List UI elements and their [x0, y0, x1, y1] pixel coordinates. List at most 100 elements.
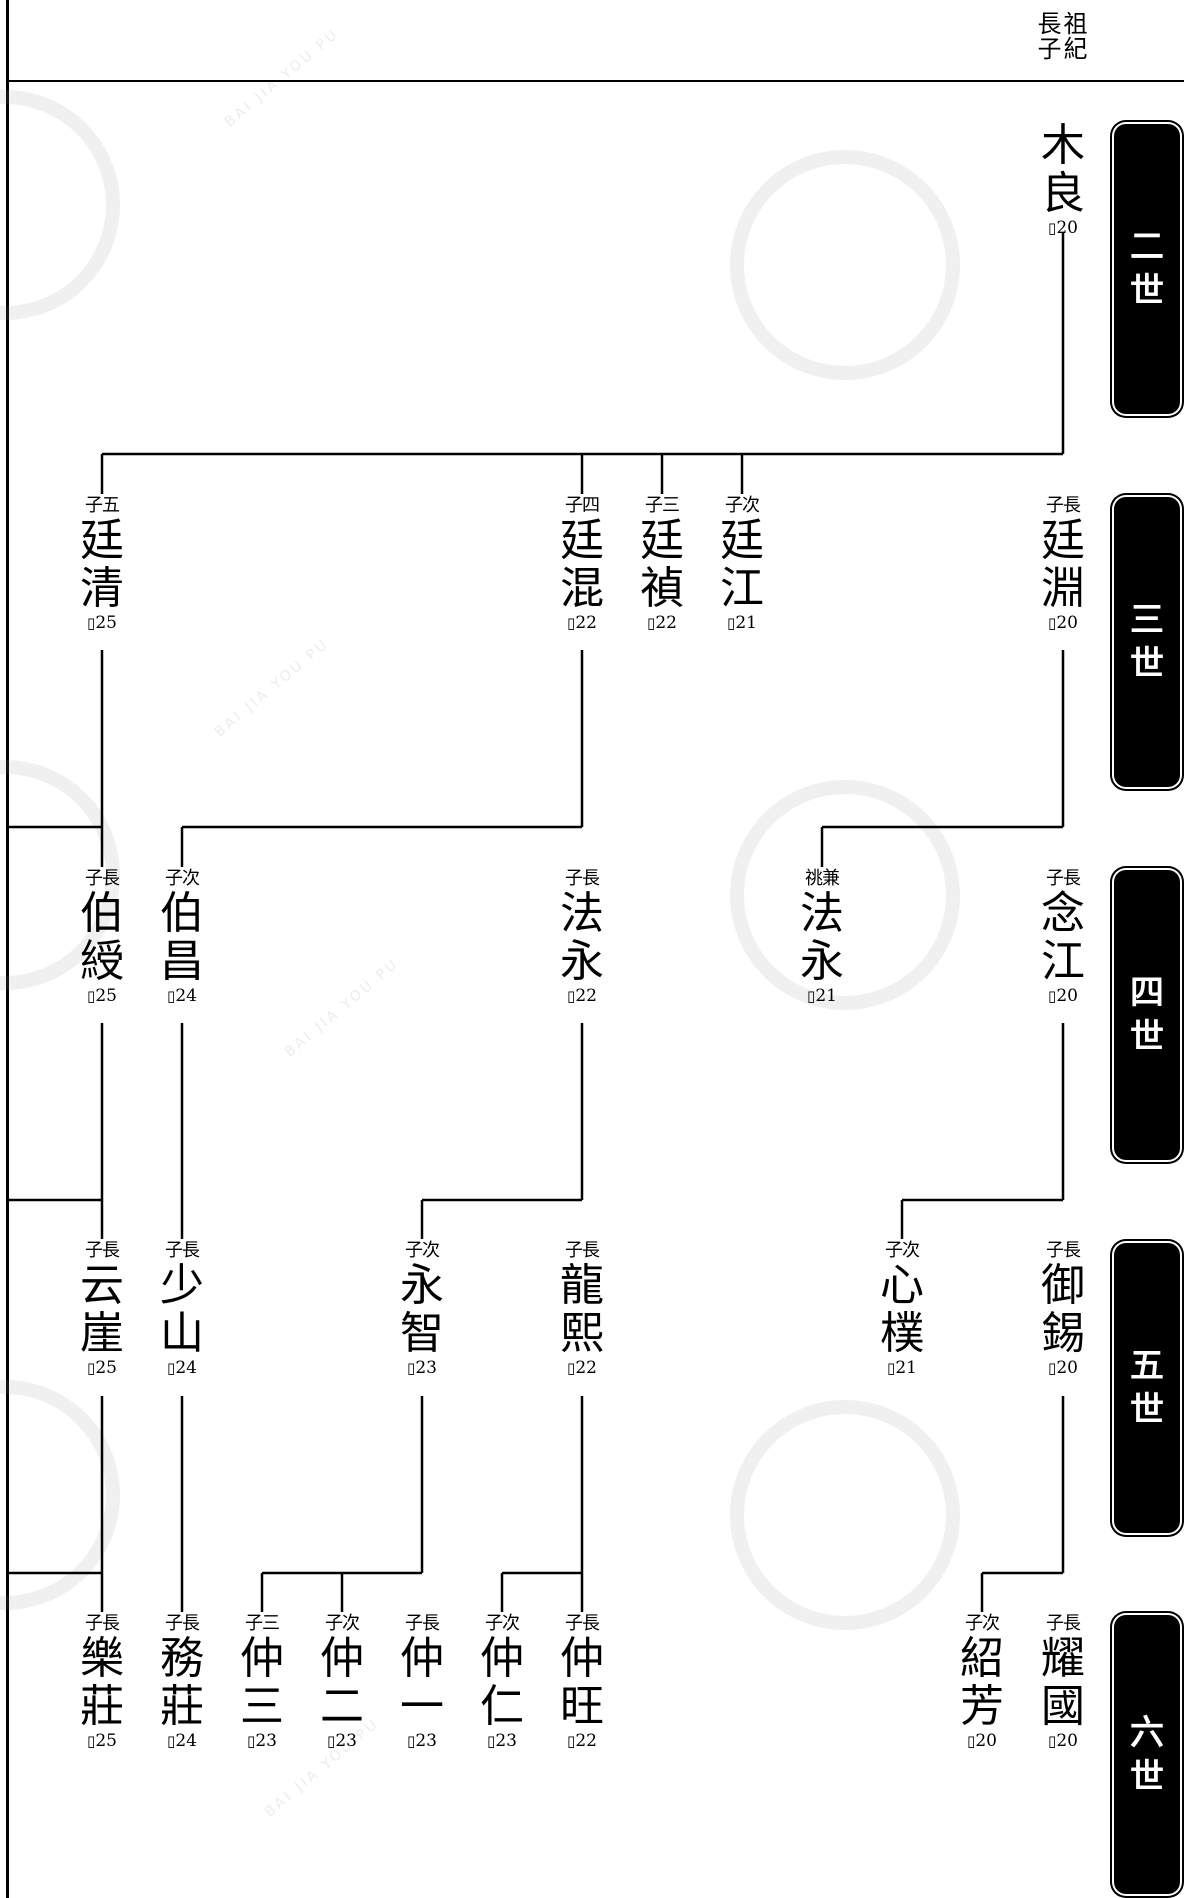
person-entry[interactable]: 子三廷禎▯22 — [630, 495, 694, 633]
person-relation: 子次 — [725, 495, 760, 516]
generation-tab-char: 世 — [1130, 1017, 1164, 1057]
person-entry[interactable]: 子長耀國▯20 — [1031, 1613, 1095, 1751]
person-name: 仲旺 — [560, 1633, 604, 1732]
person-page-ref[interactable]: ▯20 — [1031, 613, 1095, 633]
person-entry[interactable]: 子長仲旺▯22 — [550, 1613, 614, 1751]
person-entry[interactable]: 子長伯綬▯25 — [70, 868, 134, 1006]
person-page-ref[interactable]: ▯20 — [950, 1731, 1014, 1751]
page-icon: ▯ — [87, 1359, 96, 1377]
person-page-ref[interactable]: ▯20 — [1031, 1358, 1095, 1378]
page-icon: ▯ — [487, 1732, 496, 1750]
page-icon: ▯ — [567, 1359, 576, 1377]
person-page-ref[interactable]: ▯20 — [1031, 1731, 1095, 1751]
person-page-ref[interactable]: ▯24 — [150, 986, 214, 1006]
page-icon: ▯ — [1048, 614, 1057, 632]
person-page-ref[interactable]: ▯21 — [870, 1358, 934, 1378]
person-relation: 子長 — [165, 1240, 200, 1261]
page-number: 21 — [735, 613, 757, 633]
person-name: 廷清 — [80, 515, 124, 614]
person-relation: 子長 — [85, 868, 120, 889]
person-page-ref[interactable]: ▯20 — [1031, 218, 1095, 238]
person-entry[interactable]: 子長樂莊▯25 — [70, 1613, 134, 1751]
person-page-ref[interactable]: ▯25 — [70, 613, 134, 633]
page-number: 25 — [95, 613, 117, 633]
person-page-ref[interactable]: ▯25 — [70, 986, 134, 1006]
generation-tab-5[interactable]: 五世 — [1114, 1243, 1180, 1533]
page-number: 22 — [575, 613, 597, 633]
page-number: 20 — [1056, 986, 1078, 1006]
person-name: 仲仁 — [480, 1633, 524, 1732]
person-page-ref[interactable]: ▯24 — [150, 1731, 214, 1751]
person-entry[interactable]: 子四廷混▯22 — [550, 495, 614, 633]
person-entry[interactable]: 子次紹芳▯20 — [950, 1613, 1014, 1751]
person-entry[interactable]: 祧兼法永▯21 — [790, 868, 854, 1006]
person-page-ref[interactable]: ▯25 — [70, 1731, 134, 1751]
person-entry[interactable]: 子五廷清▯25 — [70, 495, 134, 633]
person-relation: 子三 — [245, 1613, 280, 1634]
page-number: 24 — [175, 1358, 197, 1378]
generation-tab-3[interactable]: 三世 — [1114, 497, 1180, 787]
person-entry[interactable]: 子長廷淵▯20 — [1031, 495, 1095, 633]
person-name: 念江 — [1041, 888, 1085, 987]
person-name: 仲三 — [240, 1633, 284, 1732]
person-page-ref[interactable]: ▯23 — [390, 1358, 454, 1378]
generation-tab-6[interactable]: 六世 — [1114, 1615, 1180, 1894]
person-entry[interactable]: 子長少山▯24 — [150, 1240, 214, 1378]
person-page-ref[interactable]: ▯22 — [550, 986, 614, 1006]
header-label-zuji: 祖紀 — [1063, 12, 1088, 62]
person-page-ref[interactable]: ▯23 — [310, 1731, 374, 1751]
person-page-ref[interactable]: ▯22 — [550, 1731, 614, 1751]
generation-tab-char: 世 — [1130, 1390, 1164, 1430]
generation-tab-char: 四 — [1130, 973, 1164, 1013]
person-entry[interactable]: 子次心樸▯21 — [870, 1240, 934, 1378]
person-entry[interactable]: 子長務莊▯24 — [150, 1613, 214, 1751]
page-number: 25 — [95, 1358, 117, 1378]
person-page-ref[interactable]: ▯20 — [1031, 986, 1095, 1006]
page-icon: ▯ — [87, 1732, 96, 1750]
person-entry[interactable]: 子長法永▯22 — [550, 868, 614, 1006]
person-page-ref[interactable]: ▯25 — [70, 1358, 134, 1378]
person-entry[interactable]: 子次仲二▯23 — [310, 1613, 374, 1751]
person-entry[interactable]: 子長御錫▯20 — [1031, 1240, 1095, 1378]
person-page-ref[interactable]: ▯21 — [710, 613, 774, 633]
person-page-ref[interactable]: ▯23 — [390, 1731, 454, 1751]
generation-tab-4[interactable]: 四世 — [1114, 870, 1180, 1160]
person-entry[interactable]: 木良▯20 — [1031, 100, 1095, 239]
page-icon: ▯ — [327, 1732, 336, 1750]
page-number: 25 — [95, 986, 117, 1006]
page-icon: ▯ — [167, 987, 176, 1005]
person-page-ref[interactable]: ▯24 — [150, 1358, 214, 1378]
person-entry[interactable]: 子長念江▯20 — [1031, 868, 1095, 1006]
header-label-text: 長子 — [1037, 10, 1062, 63]
person-page-ref[interactable]: ▯22 — [550, 1358, 614, 1378]
page-icon: ▯ — [1048, 1732, 1057, 1750]
page-icon: ▯ — [407, 1359, 416, 1377]
generation-tab-2[interactable]: 二世 — [1114, 124, 1180, 414]
person-entry[interactable]: 子長仲一▯23 — [390, 1613, 454, 1751]
generation-tab-char: 五 — [1130, 1346, 1164, 1386]
page-icon: ▯ — [887, 1359, 896, 1377]
generation-tab-char: 世 — [1130, 271, 1164, 311]
person-name: 樂莊 — [80, 1633, 124, 1732]
person-page-ref[interactable]: ▯23 — [470, 1731, 534, 1751]
person-entry[interactable]: 子長云崖▯25 — [70, 1240, 134, 1378]
person-relation: 子次 — [965, 1613, 1000, 1634]
person-entry[interactable]: 子次永智▯23 — [390, 1240, 454, 1378]
person-page-ref[interactable]: ▯23 — [230, 1731, 294, 1751]
person-entry[interactable]: 子次伯昌▯24 — [150, 868, 214, 1006]
person-entry[interactable]: 子三仲三▯23 — [230, 1613, 294, 1751]
page-icon: ▯ — [567, 987, 576, 1005]
page-icon: ▯ — [1048, 1359, 1057, 1377]
person-page-ref[interactable]: ▯22 — [550, 613, 614, 633]
person-name: 仲二 — [320, 1633, 364, 1732]
person-entry[interactable]: 子次廷江▯21 — [710, 495, 774, 633]
page-number: 22 — [575, 986, 597, 1006]
person-page-ref[interactable]: ▯21 — [790, 986, 854, 1006]
person-entry[interactable]: 子次仲仁▯23 — [470, 1613, 534, 1751]
person-page-ref[interactable]: ▯22 — [630, 613, 694, 633]
page-icon: ▯ — [247, 1732, 256, 1750]
page-icon: ▯ — [167, 1359, 176, 1377]
person-relation: 子長 — [85, 1240, 120, 1261]
page-icon: ▯ — [647, 614, 656, 632]
person-entry[interactable]: 子長龍熙▯22 — [550, 1240, 614, 1378]
